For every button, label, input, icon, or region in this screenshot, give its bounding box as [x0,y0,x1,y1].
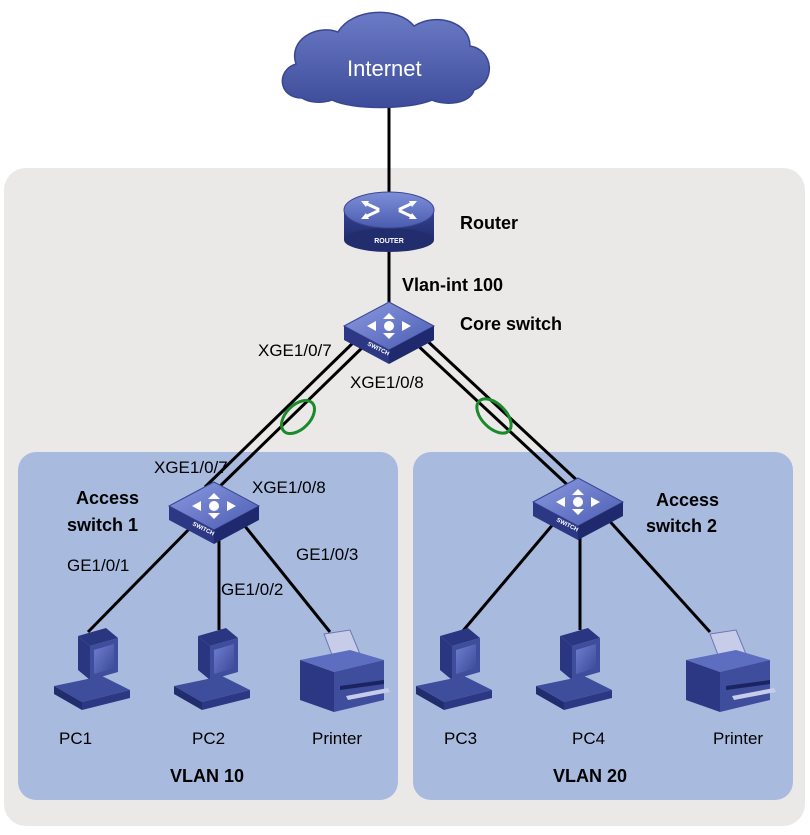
vlan20-label: VLAN 20 [553,766,628,786]
core-switch-icon: SWITCH [342,301,436,364]
vlan10-area [18,452,398,800]
access-switch-1-icon: SWITCH [167,481,261,544]
port-ge1-0-2-label: GE1/0/2 [221,580,284,599]
link-core-access2-b [420,334,584,487]
pc3-label: PC3 [444,729,478,748]
access-switch-2-icon: SWITCH [531,477,625,540]
vlan10-label: VLAN 10 [170,766,245,786]
lag-ring-right [475,397,513,435]
link-access1-pc1 [86,518,200,634]
core-switch-label: Core switch [460,314,563,334]
access1-uplink-port-a-label: XGE1/0/7 [154,458,228,477]
router-label: Router [460,213,518,233]
link-core-access1-a [203,336,360,489]
pc1-label: PC1 [59,729,93,748]
access1-uplink-port-b-label: XGE1/0/8 [252,478,326,497]
pc4-icon [536,628,612,710]
link-access2-printer [603,514,712,634]
printer-vlan10-icon [300,629,390,712]
access-switch-2-label-line1: Access [656,490,720,510]
links [86,100,712,634]
pc2-icon [174,628,250,710]
router-icon: ROUTER [343,191,435,252]
link-access1-printer [238,519,332,633]
pc1-icon [54,628,130,710]
core-port-right-label: XGE1/0/8 [350,373,424,392]
pc4-label: PC4 [572,729,606,748]
vlan20-area [413,452,793,800]
internet-cloud-icon [281,11,491,109]
vlan-int-label: Vlan-int 100 [402,275,504,295]
router-icon-text: ROUTER [374,238,404,245]
access-switch-2-label-line2: switch 2 [646,516,718,536]
internet-label: Internet [347,56,422,81]
printer-vlan20-label: Printer [713,729,764,748]
port-ge1-0-1-label: GE1/0/1 [67,556,130,575]
link-access2-pc3 [460,515,562,633]
port-ge1-0-3-label: GE1/0/3 [296,545,359,564]
lag-ring-left [280,399,316,435]
link-core-access2-a [412,340,576,493]
core-port-left-label: XGE1/0/7 [258,341,332,360]
printer-vlan20-icon [686,629,776,712]
printer-vlan10-label: Printer [312,729,363,748]
access-switch-1-label-line1: Access [76,488,140,508]
access-switch-1-label-line2: switch 1 [67,515,139,535]
pc3-icon [416,628,492,710]
pc2-label: PC2 [192,729,226,748]
link-core-access1-b [211,342,368,495]
